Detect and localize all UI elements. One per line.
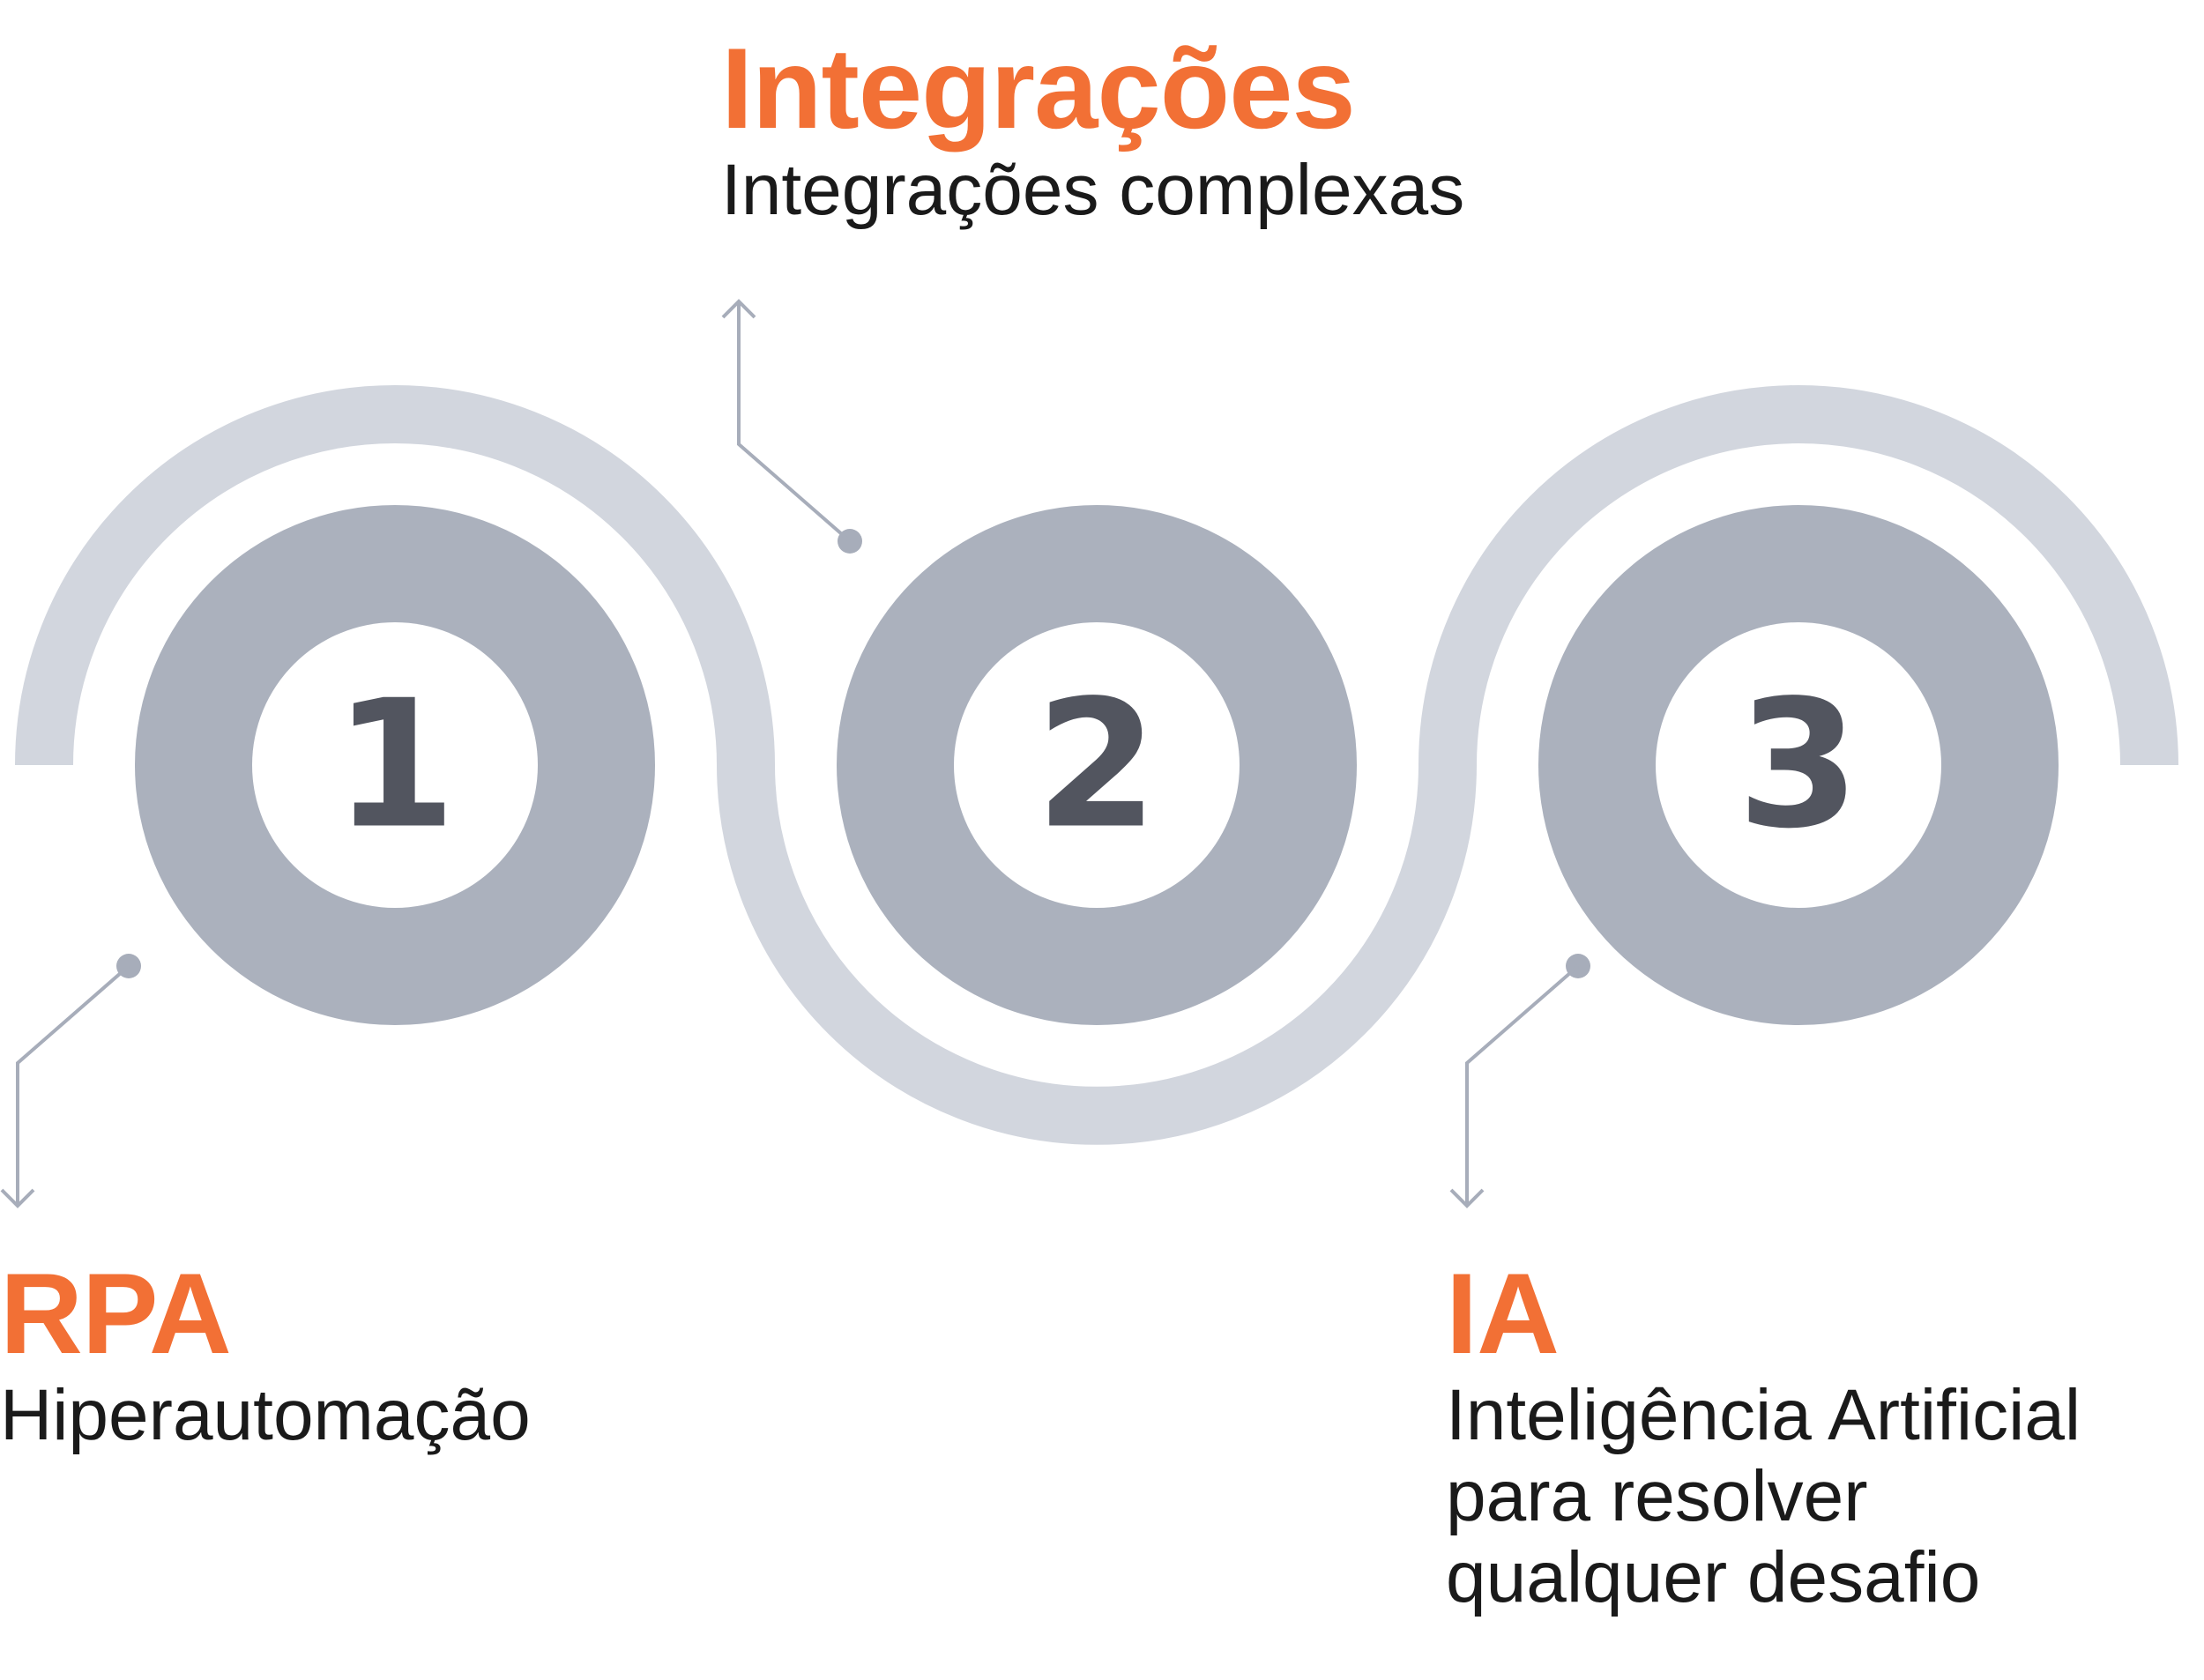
step-3-label: IA Inteligência Artificial para resolver…: [1446, 1252, 2081, 1618]
connector-1-arrowhead: [0, 1188, 35, 1208]
step-3: 3: [1538, 505, 2059, 1025]
step-3-description: Inteligência Artificial para resolver qu…: [1446, 1375, 2081, 1617]
step-2-label: Integrações Integrações complexas: [721, 26, 1464, 231]
step-3-inner-circle: [1656, 622, 1941, 908]
connector-1-line: [16, 964, 130, 1206]
step-2: 2: [837, 505, 1357, 1025]
connector-2-line: [737, 301, 852, 543]
step-1-inner-circle: [252, 622, 538, 908]
connector-3: [1449, 954, 1590, 1208]
step-2-title: Integrações: [721, 24, 1356, 152]
connector-1: [0, 954, 141, 1208]
connector-3-arrowhead: [1449, 1188, 1485, 1208]
step-2-inner-circle: [954, 622, 1240, 908]
step-3-number: 3: [1737, 663, 1859, 868]
step-1: 1: [135, 505, 655, 1025]
step-1-label: RPA Hiperautomação: [0, 1252, 531, 1456]
connector-2: [721, 299, 862, 554]
step-1-title: RPA: [0, 1249, 232, 1378]
connector-3-line: [1465, 964, 1580, 1206]
step-3-title: IA: [1446, 1249, 1560, 1378]
step-2-description: Integrações complexas: [721, 150, 1465, 230]
connector-2-arrowhead: [721, 299, 756, 319]
step-2-number: 2: [1035, 663, 1158, 868]
step-1-description: Hiperautomação: [0, 1375, 531, 1455]
step-1-number: 1: [333, 663, 456, 868]
wave-band: [15, 385, 2178, 1145]
